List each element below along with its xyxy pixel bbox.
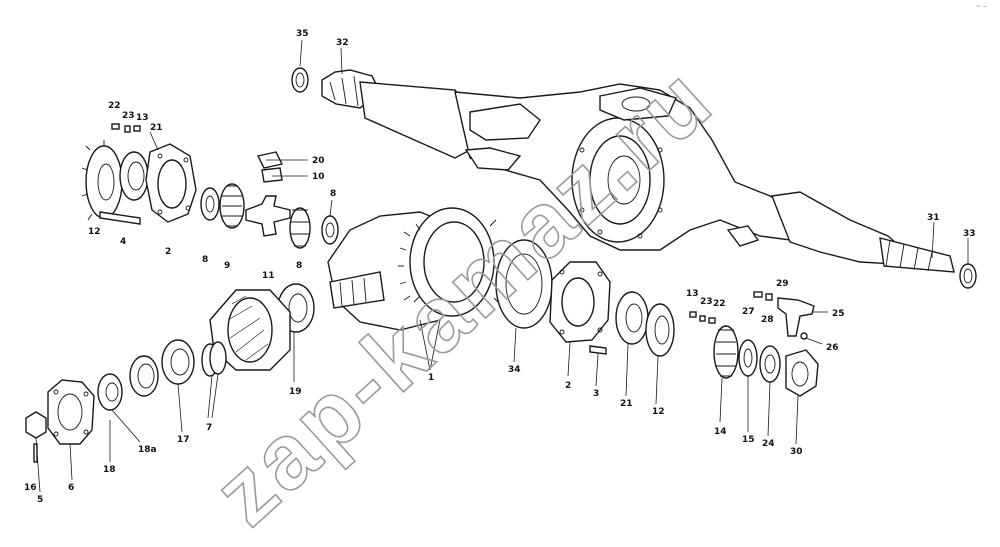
callout-22-right: 22	[713, 299, 726, 309]
corner-mark: ⁼ ⁻	[976, 3, 987, 12]
callout-4: 4	[120, 237, 126, 247]
callout-9: 9	[224, 261, 230, 271]
callout-16: 16	[24, 483, 37, 493]
callout-35: 35	[296, 29, 309, 39]
callout-33: 33	[963, 229, 976, 239]
seal-35	[291, 67, 309, 93]
callout-20: 20	[312, 156, 325, 166]
callout-13-right: 13	[686, 289, 699, 299]
callout-12-right: 12	[652, 407, 665, 417]
callout-29: 29	[776, 279, 789, 289]
callout-18a: 18a	[138, 445, 157, 455]
callout-23-right: 23	[700, 297, 713, 307]
callout-26: 26	[826, 343, 839, 353]
callout-21-right: 21	[620, 399, 633, 409]
callout-31: 31	[927, 213, 940, 223]
callout-7: 7	[206, 423, 212, 433]
axle-housing	[321, 69, 955, 273]
callout-5: 5	[37, 495, 43, 505]
pinion-group	[25, 283, 315, 463]
callout-30: 30	[790, 447, 803, 457]
callout-11: 11	[262, 271, 275, 281]
callout-14: 14	[714, 427, 727, 437]
callout-13: 13	[136, 113, 149, 123]
callout-19: 19	[289, 387, 302, 397]
callout-21: 21	[150, 123, 163, 133]
callout-2: 2	[165, 247, 171, 257]
callout-labels: 35 32 22 23 13 21 12 4 2 8 9 20 10 11 8 …	[24, 29, 976, 505]
seal-33	[959, 263, 977, 289]
callout-22: 22	[108, 101, 121, 111]
callout-8-washer: 8	[330, 189, 336, 199]
callout-23: 23	[122, 111, 135, 121]
callout-34: 34	[508, 365, 521, 375]
callout-1: 1	[428, 373, 434, 383]
callout-2-right: 2	[565, 381, 571, 391]
callout-3: 3	[593, 389, 599, 399]
main-carrier	[327, 207, 501, 331]
right-diff-group	[549, 261, 819, 397]
callout-18: 18	[103, 465, 116, 475]
callout-8: 8	[202, 255, 208, 265]
callout-6: 6	[68, 483, 74, 493]
callout-15: 15	[742, 435, 755, 445]
left-diff-group	[81, 123, 339, 249]
callout-8-gear: 8	[296, 261, 302, 271]
callout-28: 28	[761, 315, 774, 325]
callout-24: 24	[762, 439, 775, 449]
callout-10: 10	[312, 172, 325, 182]
callout-25: 25	[832, 309, 845, 319]
callout-12: 12	[88, 227, 101, 237]
callout-17: 17	[177, 435, 190, 445]
callout-27: 27	[742, 307, 755, 317]
callout-32: 32	[336, 38, 349, 48]
leader-lines	[35, 39, 969, 493]
